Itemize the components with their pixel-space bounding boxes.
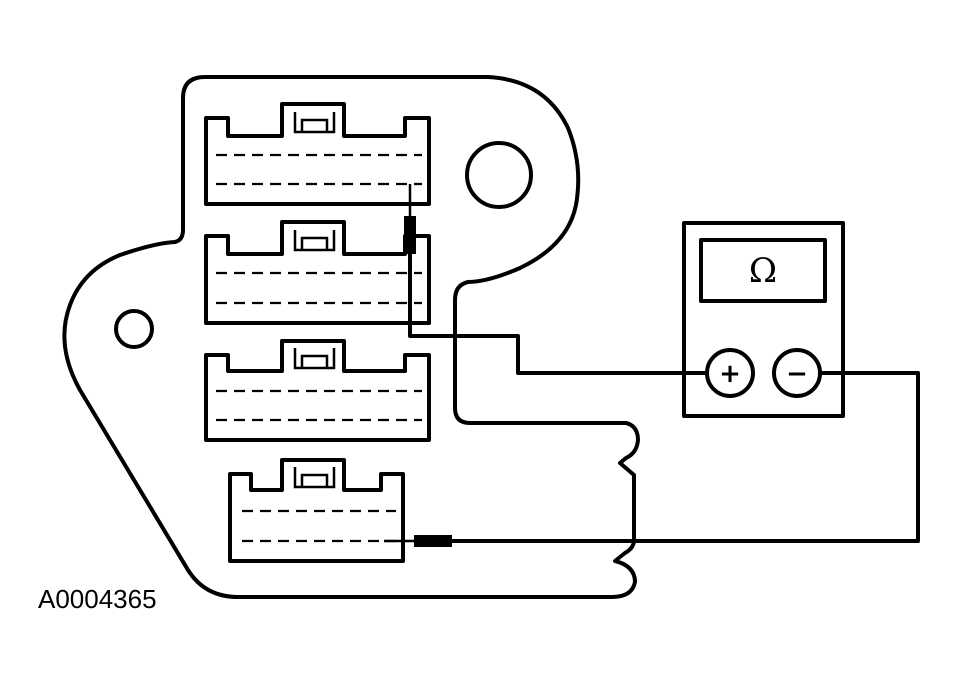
- connector-2: [204, 220, 431, 325]
- connector-1: [204, 102, 431, 206]
- mounting-hole-small: [114, 309, 154, 349]
- meter-display: [699, 238, 827, 303]
- ohm-symbol: Ω: [749, 251, 777, 291]
- positive-test-lead: [404, 184, 709, 375]
- ohmmeter: Ω + −: [682, 221, 845, 418]
- negative-sign: −: [786, 359, 808, 389]
- figure-label: A0004365: [38, 584, 157, 614]
- positive-probe: [404, 216, 416, 254]
- mounting-hole-large: [465, 141, 533, 209]
- positive-sign: +: [719, 359, 741, 389]
- meter-body: [682, 221, 845, 418]
- negative-probe: [414, 535, 452, 547]
- connector-3: [204, 339, 431, 442]
- housing-outline: [62, 75, 640, 599]
- negative-test-lead: [384, 371, 920, 547]
- connector-4: [228, 458, 405, 563]
